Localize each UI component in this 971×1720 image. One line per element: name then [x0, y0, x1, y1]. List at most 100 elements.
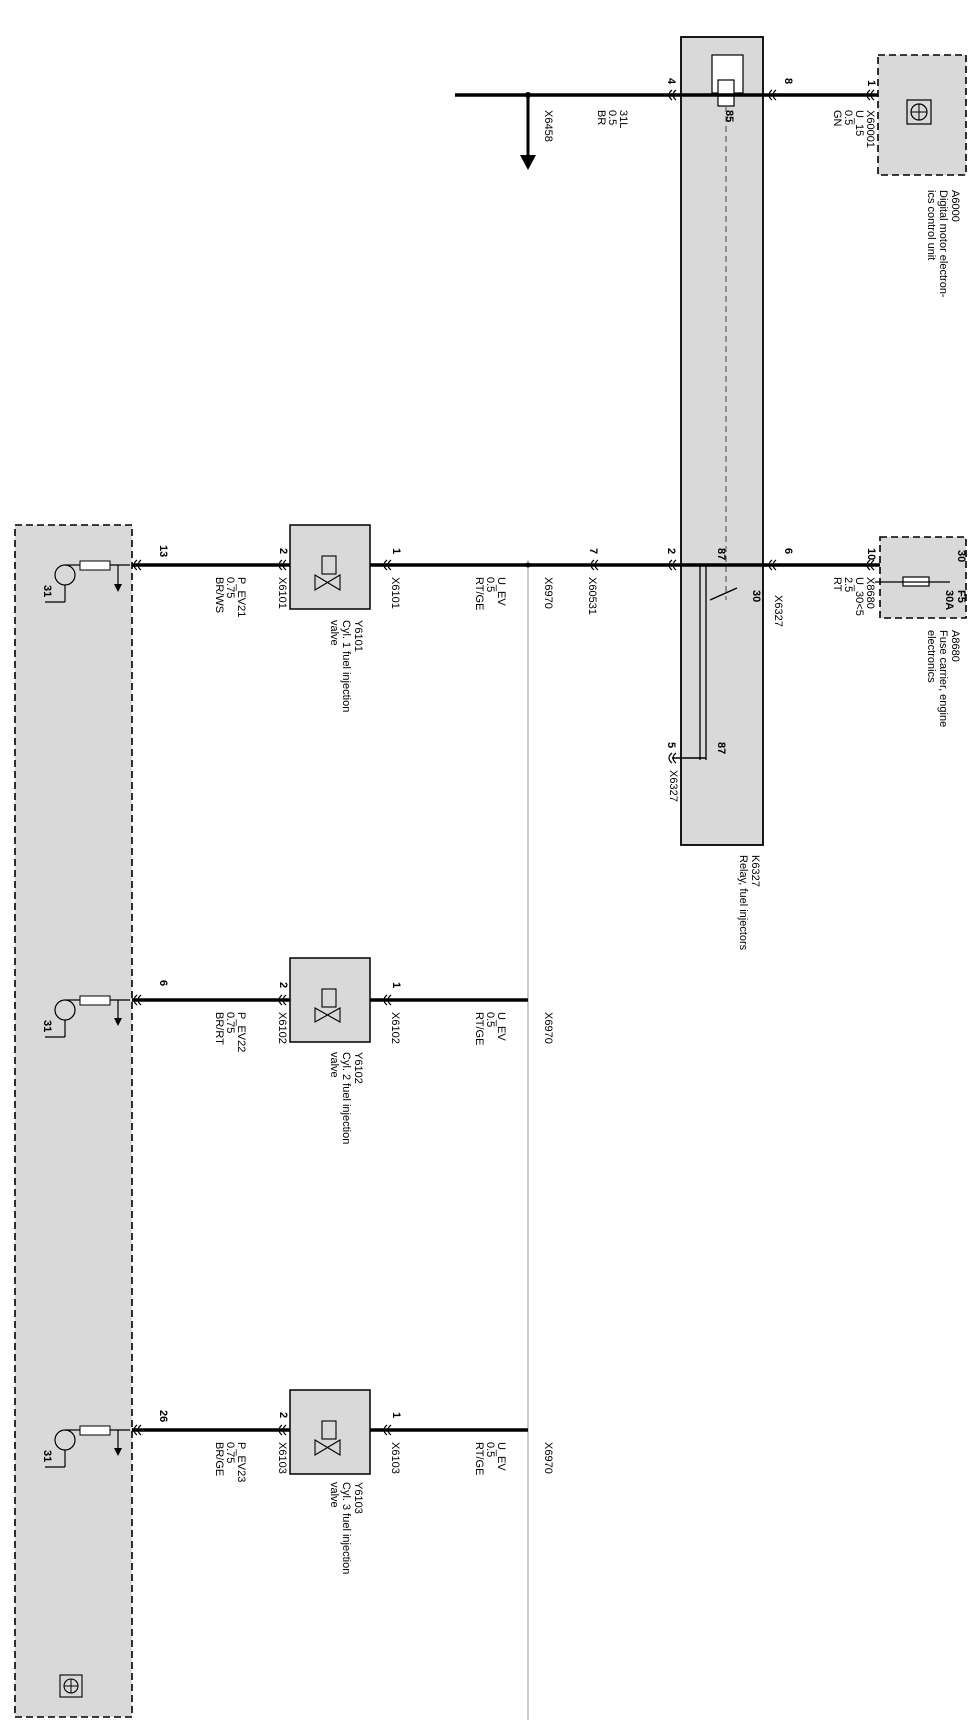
inj1-pin2: 2 — [277, 548, 289, 554]
injector3-box — [289, 1389, 371, 1475]
relay-connector-b: X6327 — [667, 770, 679, 802]
fuse-carrier-name1: Fuse carrier, engine — [937, 630, 949, 727]
inj2-supply-signal: U_EV — [495, 1012, 507, 1041]
ground-label-2: 31 — [41, 1020, 53, 1032]
inj3-name1: Cyl. 3 fuel injection — [340, 1482, 352, 1574]
relay-connector: X6327 — [772, 595, 784, 627]
inj1-ctrl-color: BR/WS — [213, 577, 225, 613]
inj3-dme-pin: 26 — [157, 1410, 169, 1422]
coil-ground-color: BR — [595, 110, 607, 125]
inj3-conn-a: X6103 — [389, 1442, 401, 1474]
fuse-id: F5 — [955, 590, 967, 603]
inj2-pin1: 1 — [390, 982, 402, 988]
coil-ground-gauge: 0.5 — [606, 110, 618, 125]
relay-pin-8: 8 — [782, 78, 794, 84]
relay-term-87b: 87 — [715, 742, 727, 754]
dme-name-line2: ics control unit — [925, 190, 937, 260]
dme-id: A6000 — [949, 190, 961, 222]
inj2-id: Y6102 — [352, 1052, 364, 1084]
inj1-name2: valve — [328, 620, 340, 646]
fuse-connector: X8680 — [864, 577, 876, 609]
splice-label-1: X6970 — [542, 577, 554, 609]
inj2-ctrl-signal: P_EV22 — [235, 1012, 247, 1052]
dme-output-box — [14, 524, 133, 1718]
arrow-down-icon — [520, 155, 536, 170]
relay-id: K6327 — [749, 855, 761, 887]
transistor-icon — [45, 560, 130, 1468]
injector1-box — [289, 524, 371, 610]
fuse-pin-label: 10 — [865, 548, 877, 560]
relay-pin-5: 5 — [665, 742, 677, 748]
inj1-pin1: 1 — [390, 548, 402, 554]
relay-term-87: 87 — [715, 548, 727, 560]
inj2-conn-b: X6102 — [276, 1012, 288, 1044]
relay-out-pin: 7 — [587, 548, 599, 554]
relay-pin-2: 2 — [665, 548, 677, 554]
inj2-name2: valve — [328, 1052, 340, 1078]
dme-pin-label: 1 — [865, 80, 877, 86]
relay-name: Relay, fuel injectors — [737, 855, 749, 951]
relay-pin-6: 6 — [782, 548, 794, 554]
fuse-carrier-id: A8680 — [949, 630, 961, 662]
dme-logo-icon-bottom — [59, 1674, 83, 1698]
relay-term-30: 30 — [750, 590, 762, 602]
inj2-supply-color: RT/GE — [473, 1012, 485, 1045]
ground-label-1: 31 — [41, 585, 53, 597]
inj1-name1: Cyl. 1 fuel injection — [340, 620, 352, 712]
relay-term-85: 85 — [723, 110, 735, 122]
inj3-supply-color: RT/GE — [473, 1442, 485, 1475]
inj3-pin1: 1 — [390, 1412, 402, 1418]
inj3-supply-signal: U_EV — [495, 1442, 507, 1471]
inj3-ctrl-color: BR/GE — [213, 1442, 225, 1476]
injector2-box — [289, 957, 371, 1043]
dme-connector-label: X60001 — [864, 110, 876, 148]
fuse-icon — [875, 576, 950, 587]
coil-ground-signal: 31L — [617, 110, 629, 128]
relay-box — [680, 36, 764, 846]
injector-valve-icon — [314, 555, 341, 1456]
inj1-id: Y6101 — [352, 620, 364, 652]
inj2-supply-gauge: 0.5 — [484, 1012, 496, 1027]
inj1-ctrl-signal: P_EV21 — [235, 577, 247, 617]
fuse-carrier-name2: electronics — [925, 630, 937, 683]
dme-name-line1: Digital motor electron- — [937, 190, 949, 298]
relay-out-connector: X60531 — [586, 577, 598, 615]
dme-box — [877, 54, 967, 176]
ground-label-3: 31 — [41, 1450, 53, 1462]
inj3-ctrl-gauge: 0.75 — [224, 1442, 236, 1463]
inj2-name1: Cyl. 2 fuel injection — [340, 1052, 352, 1144]
fuse-terminal: 30 — [955, 550, 967, 562]
inj2-conn-a: X6102 — [389, 1012, 401, 1044]
inj3-pin2: 2 — [277, 1412, 289, 1418]
coil-feed-color: GN — [831, 110, 843, 127]
relay-coil-icon — [717, 79, 735, 107]
relay-pin-4: 4 — [665, 78, 677, 85]
relay-feed-gauge: 2.5 — [842, 577, 854, 592]
coil-feed-gauge: 0.5 — [842, 110, 854, 125]
inj2-dme-pin: 6 — [157, 980, 169, 986]
inj3-name2: valve — [328, 1482, 340, 1508]
inj3-id: Y6103 — [352, 1482, 364, 1514]
coil-feed-signal: U_15 — [853, 110, 865, 136]
splice-label-2: X6970 — [542, 1012, 554, 1044]
inj3-ctrl-signal: P_EV23 — [235, 1442, 247, 1482]
inj1-conn-b: X6101 — [276, 577, 288, 609]
relay-feed-color: RT — [831, 577, 843, 592]
inj3-conn-b: X6103 — [276, 1442, 288, 1474]
inj3-supply-gauge: 0.5 — [484, 1442, 496, 1457]
inj1-conn-a: X6101 — [389, 577, 401, 609]
inj1-supply-gauge: 0.5 — [484, 577, 496, 592]
splice-label-3: X6970 — [542, 1442, 554, 1474]
inj1-ctrl-gauge: 0.75 — [224, 577, 236, 598]
inj2-pin2: 2 — [277, 982, 289, 988]
relay-feed-signal: U_30<5 — [853, 577, 865, 616]
relay-switch-icon — [709, 587, 738, 601]
inj1-supply-color: RT/GE — [473, 577, 485, 610]
inj2-ctrl-color: BR/RT — [213, 1012, 225, 1045]
ground-ref-connector: X6458 — [542, 110, 554, 142]
inj2-ctrl-gauge: 0.75 — [224, 1012, 236, 1033]
fuse-rating: 30A — [943, 590, 955, 610]
inj1-dme-pin: 13 — [157, 545, 169, 557]
